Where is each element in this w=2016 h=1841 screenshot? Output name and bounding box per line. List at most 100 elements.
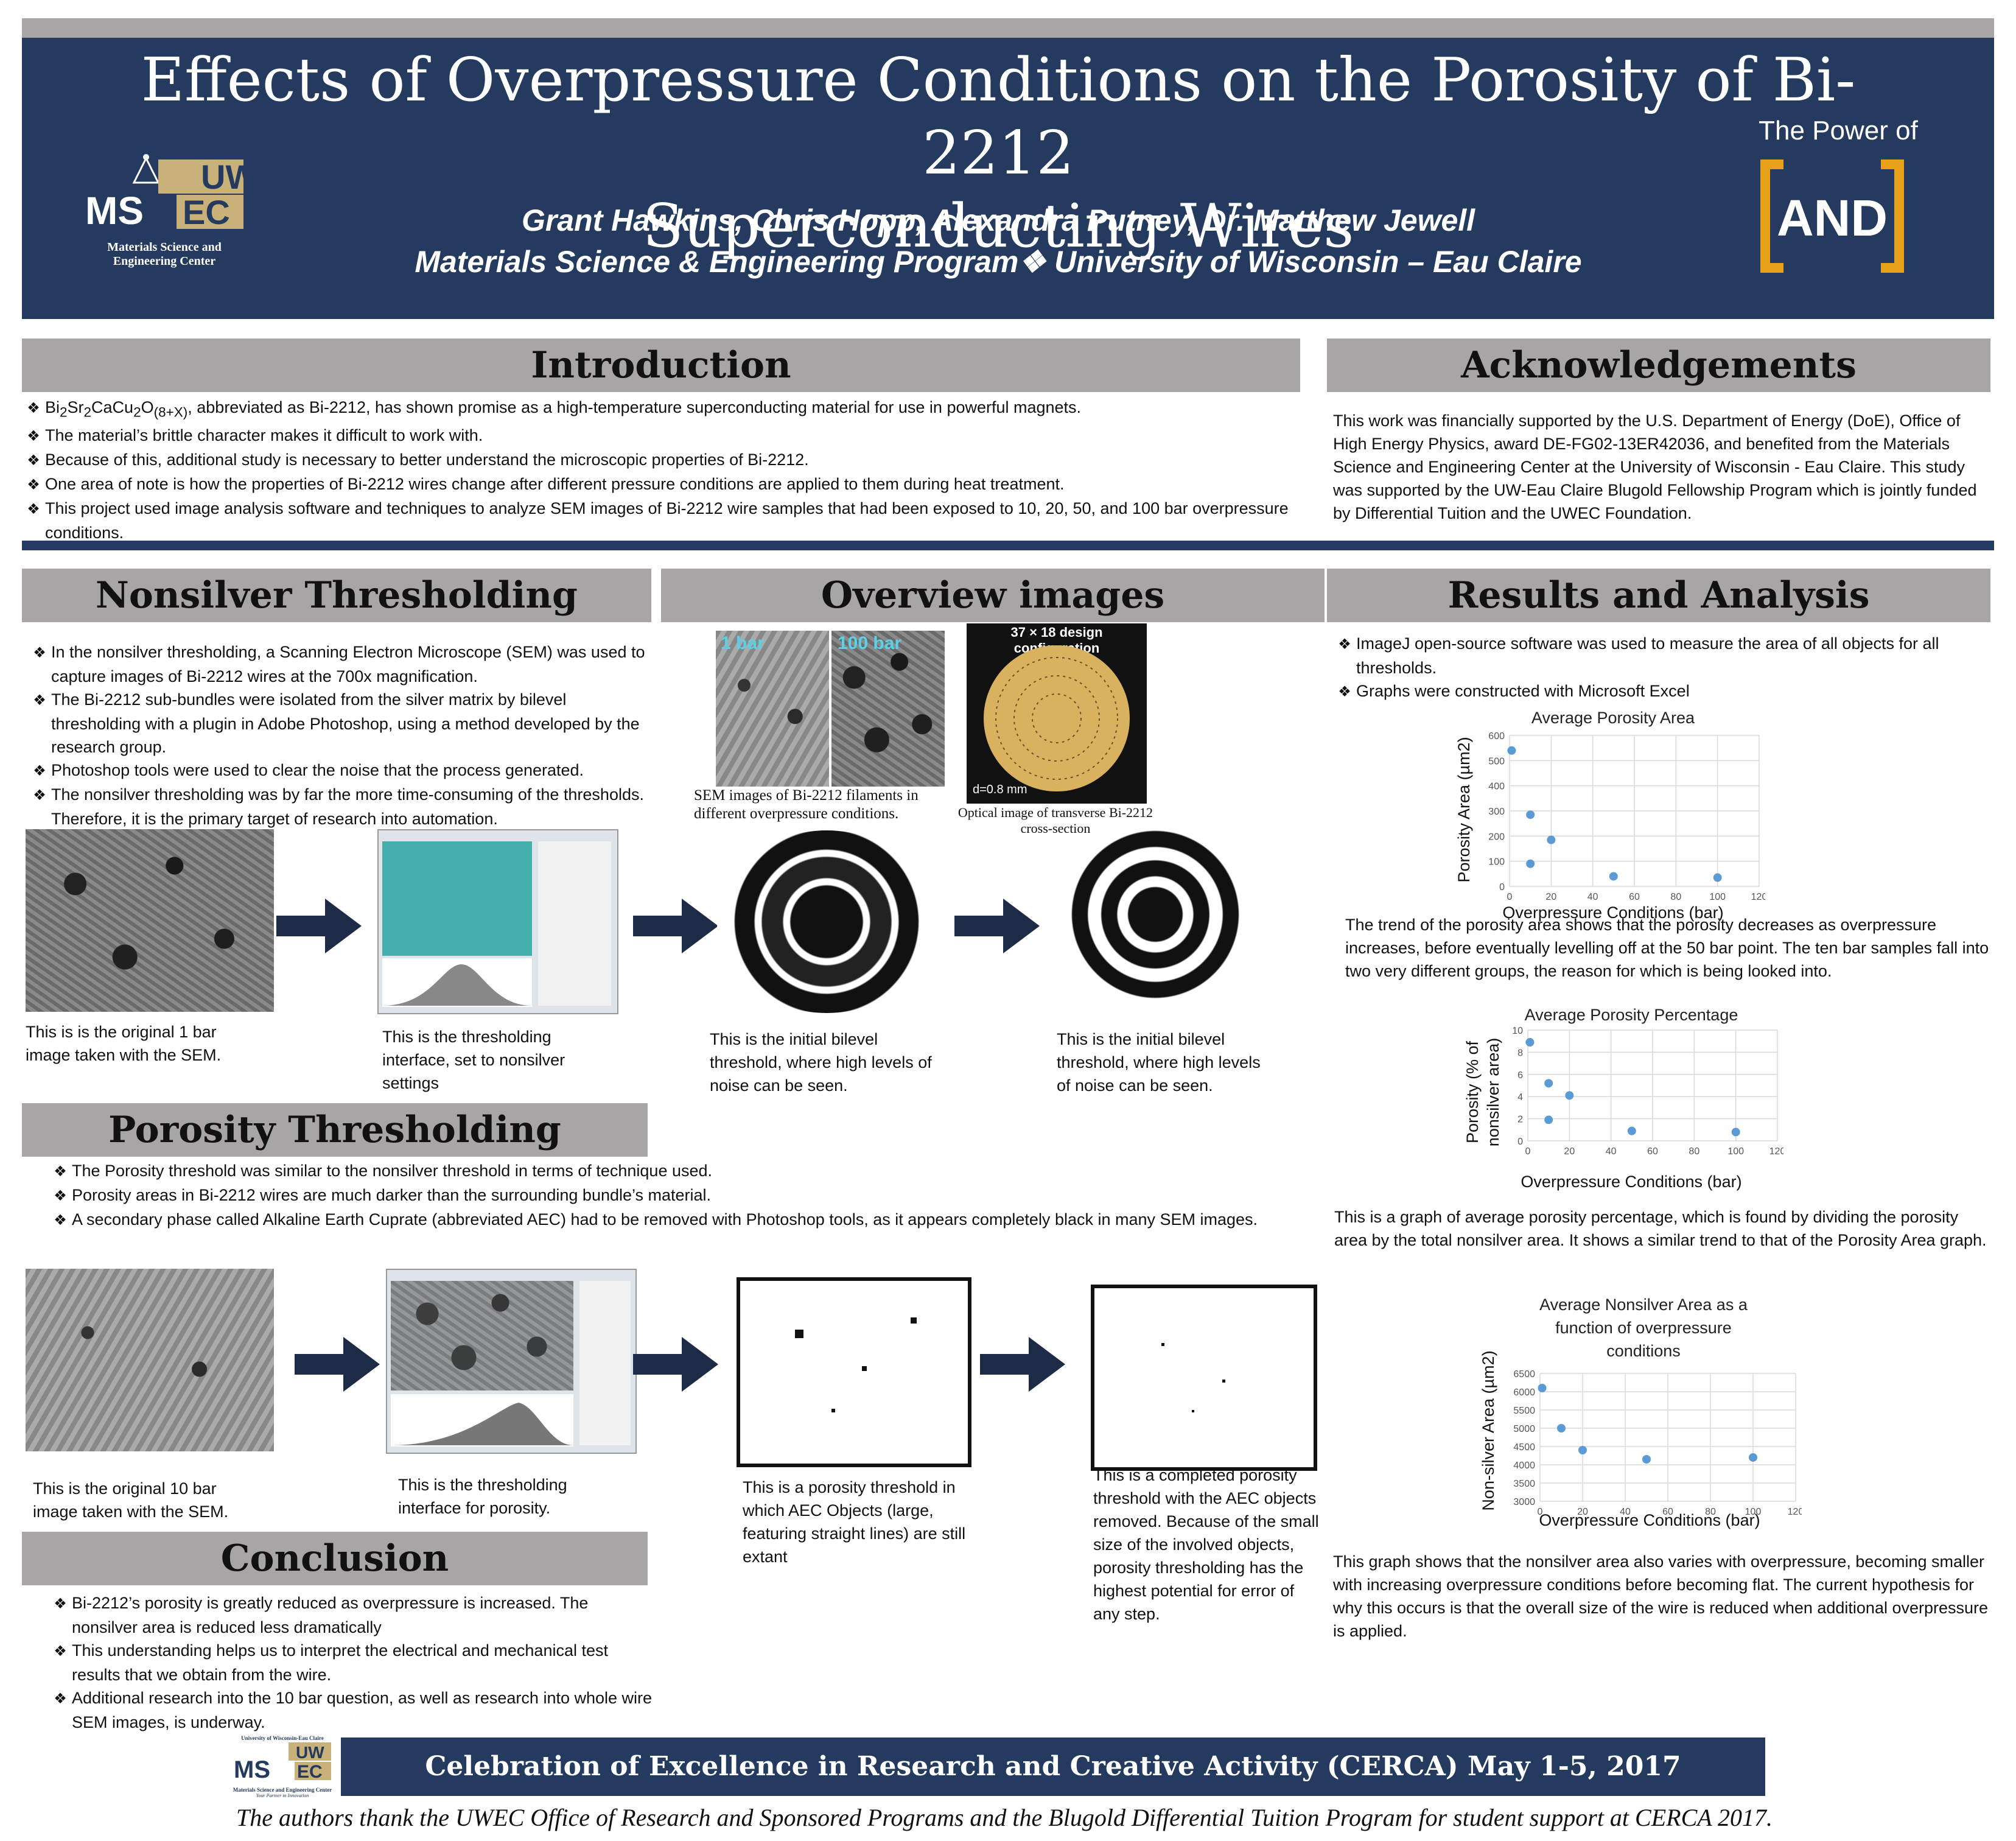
header-banner (22, 38, 1994, 319)
authors-block: Grant Hawkins, Chris Hopp, Alexandra Put… (243, 200, 1753, 282)
y-tick-label: 500 (1488, 756, 1505, 766)
conclusion-bullets: Bi-2212’s porosity is greatly reduced as… (49, 1591, 657, 1734)
x-tick-label: 20 (1577, 1507, 1588, 1517)
program-name: Materials Science & Engineering Program (415, 245, 1019, 279)
results-bullet: ImageJ open-source software was used to … (1333, 632, 1990, 679)
data-point (1557, 1424, 1566, 1432)
section-divider (22, 541, 1994, 550)
results-text-1: The trend of the porosity area shows tha… (1345, 916, 1989, 980)
data-point (1547, 835, 1556, 844)
y-tick-label: 8 (1517, 1048, 1523, 1058)
porosity-aec-threshold-image (737, 1277, 971, 1467)
chart1-ylabel: Porosity Area (µm2) (1455, 737, 1473, 883)
porosity-interface-screenshot (386, 1269, 637, 1454)
x-tick-label: 0 (1538, 1507, 1543, 1517)
caption-nonsilver-4: This is the initial bilevel threshold, w… (1057, 1030, 1261, 1095)
nonsilver-clean-threshold-image (1058, 823, 1253, 1006)
y-tick-label: 0 (1499, 882, 1505, 892)
footer-thanks: The authors thank the UWEC Office of Res… (236, 1804, 1773, 1831)
intro-bullet: Bi2Sr2CaCu2O(8+X), abbreviated as Bi-221… (22, 396, 1300, 424)
data-point (1609, 872, 1618, 881)
x-tick-label: 80 (1689, 1146, 1699, 1157)
and-bracket: AND (1759, 158, 1905, 274)
results-bullets: ImageJ open-source software was used to … (1333, 632, 1990, 704)
porosity-completed-threshold-image (1091, 1285, 1317, 1471)
conclusion-bullet: Bi-2212’s porosity is greatly reduced as… (49, 1591, 657, 1639)
nonsilver-bullet: The Bi-2212 sub-bundles were isolated fr… (28, 688, 649, 759)
arrow-right-icon (633, 899, 718, 953)
y-tick-label: 3000 (1513, 1497, 1535, 1507)
overview-sem-image: 1 bar 100 bar (716, 631, 945, 787)
caption-nonsilver-1: This is is the original 1 bar image take… (26, 1023, 222, 1064)
nonsilver-bullet: Photoshop tools were used to clear the n… (28, 759, 649, 783)
data-point (1526, 859, 1535, 868)
chart1-xlabel: Overpressure Conditions (bar) (1502, 903, 1724, 922)
logo-ec: EC (183, 193, 230, 231)
results-text-2: This is a graph of average porosity perc… (1334, 1208, 1987, 1249)
caption-nonsilver-3: This is the initial bilevel threshold, w… (710, 1030, 932, 1095)
arrow-right-icon (295, 1337, 380, 1392)
logo-line-2: Engineering Center (113, 254, 216, 268)
x-tick-label: 80 (1670, 892, 1681, 902)
y-tick-label: 5000 (1513, 1424, 1535, 1434)
porosity-bullet: A secondary phase called Alkaline Earth … (49, 1208, 1315, 1232)
y-tick-label: 100 (1488, 857, 1505, 868)
chart1-title: Average Porosity Area (1531, 709, 1695, 727)
power-of-and-logo: The Power of AND (1741, 116, 1936, 286)
nonsilver-heading: Nonsilver Thresholding (22, 569, 651, 622)
title-line-1: Effects of Overpressure Conditions on th… (141, 46, 1856, 188)
msec-logo: UW MS EC Materials Science and Engineeri… (73, 152, 257, 268)
data-point (1713, 873, 1722, 882)
x-tick-label: 80 (1705, 1507, 1716, 1517)
acknowledgements-text: This work was financially supported by t… (1333, 412, 1977, 522)
y-tick-label: 400 (1488, 782, 1505, 792)
caption-porosity-1: This is the original 10 bar image taken … (33, 1479, 229, 1521)
y-tick-label: 6500 (1513, 1369, 1535, 1380)
title-line-2: Superconducting Wires (642, 192, 1354, 261)
and-text: AND (1777, 189, 1888, 247)
y-tick-label: 10 (1512, 1026, 1523, 1036)
conclusion-bullet: Additional research into the 10 bar ques… (49, 1686, 657, 1734)
chart3-title: Average Nonsilver Area as a function of … (1539, 1296, 1748, 1360)
label-100-bar: 100 bar (838, 633, 902, 653)
data-point (1642, 1455, 1651, 1464)
x-tick-label: 60 (1662, 1507, 1673, 1517)
msec-logo-graphic: UW MS EC (85, 154, 257, 233)
data-point (1578, 1446, 1587, 1454)
diamond-icon: ❖ (1018, 245, 1055, 279)
data-point (1525, 1038, 1535, 1047)
data-point (1731, 1127, 1740, 1137)
nonsilver-bullet: In the nonsilver thresholding, a Scannin… (28, 640, 649, 688)
poster-title: Effects of Overpressure Conditions on th… (91, 44, 1905, 263)
data-point (1565, 1091, 1574, 1100)
y-tick-label: 4000 (1513, 1461, 1535, 1471)
intro-bullet: Because of this, additional study is nec… (22, 448, 1300, 472)
arrow-right-icon (276, 899, 362, 953)
cerca-banner: Celebration of Excellence in Research an… (341, 1738, 1765, 1796)
top-gray-band (22, 18, 1994, 38)
intro-bullet: One area of note is how the properties o… (22, 472, 1300, 497)
porosity-bullets: The Porosity threshold was similar to th… (49, 1159, 1315, 1232)
x-tick-label: 100 (1727, 1146, 1744, 1157)
arrow-right-icon (980, 1337, 1065, 1392)
footer-logo-ec: EC (297, 1762, 323, 1782)
x-tick-label: 100 (1745, 1507, 1762, 1517)
chart-nonsilver-area: Average Nonsilver Area as a function of … (1485, 1293, 1802, 1517)
y-tick-label: 2 (1517, 1115, 1523, 1125)
acknowledgements-heading: Acknowledgements (1327, 338, 1990, 392)
nonsilver-original-image (26, 829, 274, 1012)
caption-porosity-2: This is the thresholding interface for p… (398, 1476, 567, 1517)
x-tick-label: 0 (1507, 892, 1513, 902)
y-tick-label: 5500 (1513, 1406, 1535, 1416)
x-tick-label: 40 (1620, 1507, 1631, 1517)
logo-ms: MS (85, 189, 144, 233)
porosity-original-image (26, 1269, 274, 1451)
intro-bullet: The material’s brittle character makes i… (22, 424, 1300, 448)
overview-heading: Overview images (661, 569, 1325, 622)
x-tick-label: 120 (1751, 892, 1765, 902)
power-of-text: The Power of (1759, 116, 1918, 146)
y-tick-label: 200 (1488, 832, 1505, 842)
